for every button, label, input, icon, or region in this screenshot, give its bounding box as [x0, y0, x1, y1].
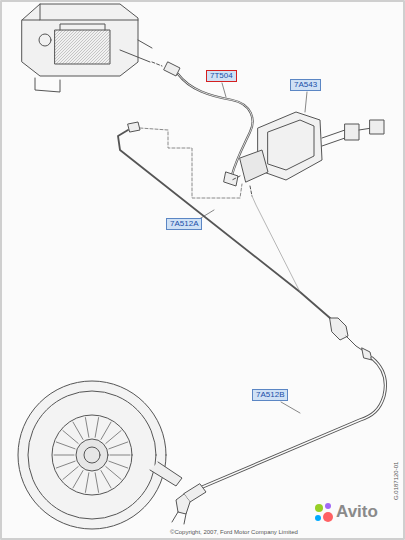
- reservoir-hose: [164, 62, 253, 186]
- callout-number: 7A543: [290, 79, 321, 91]
- watermark-logo: [315, 503, 333, 522]
- master-cylinder: [232, 112, 384, 196]
- quick-connector: [330, 318, 372, 360]
- callout-number: 7A512A: [166, 218, 202, 230]
- copyright-note: ©Copyright, 2007, Ford Motor Company Lim…: [170, 529, 298, 535]
- clutch-pipe: [118, 122, 330, 318]
- callout-number: 7T504: [206, 70, 237, 82]
- hydraulic-unit: [22, 4, 152, 92]
- slave-cylinder: [172, 484, 206, 524]
- drawing-number: G.0187120-01: [393, 462, 399, 500]
- clutch-hose: [200, 358, 386, 488]
- clutch-pressure-plate: [18, 381, 182, 529]
- callout-number: 7A512B: [252, 389, 288, 401]
- watermark: Avito: [336, 503, 378, 520]
